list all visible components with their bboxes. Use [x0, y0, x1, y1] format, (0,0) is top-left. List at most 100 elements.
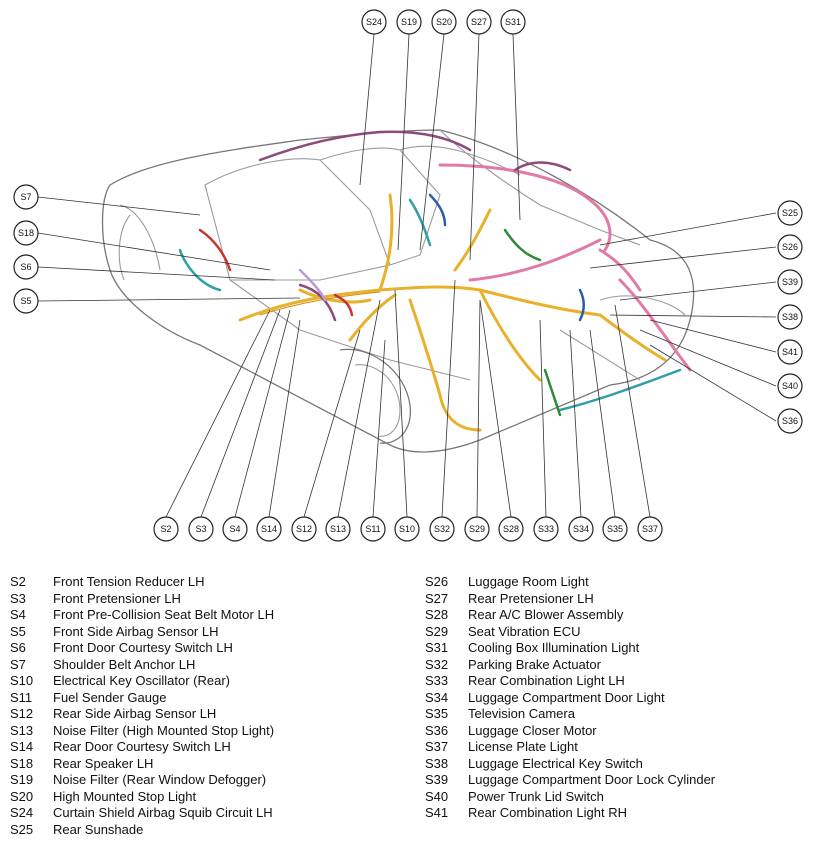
- svg-text:S14: S14: [261, 524, 277, 534]
- callout-s20: S20: [431, 9, 457, 35]
- callout-s24: S24: [361, 9, 387, 35]
- svg-text:S38: S38: [782, 312, 798, 322]
- legend-description: Rear Combination Light RH: [468, 805, 627, 820]
- legend-description: Front Tension Reducer LH: [53, 574, 205, 589]
- legend-code: S7: [10, 656, 26, 672]
- legend-description: Cooling Box Illumination Light: [468, 640, 640, 655]
- legend-description: Curtain Shield Airbag Squib Circuit LH: [53, 805, 273, 820]
- legend-description: Front Side Airbag Sensor LH: [53, 623, 219, 639]
- svg-text:S6: S6: [20, 262, 31, 272]
- legend-code: S20: [10, 788, 34, 804]
- svg-text:S3: S3: [195, 524, 206, 534]
- legend-description: Rear Combination Light LH: [468, 673, 625, 688]
- legend-description: Parking Brake Actuator: [468, 656, 601, 672]
- wire-harness-green: [503, 228, 562, 417]
- legend-description: Noise Filter (High Mounted Stop Light): [53, 722, 275, 738]
- leader-lines: [37, 33, 777, 518]
- legend-code: S34: [425, 689, 449, 705]
- svg-text:S10: S10: [399, 524, 415, 534]
- legend-code: S27: [425, 590, 449, 606]
- svg-text:S13: S13: [330, 524, 346, 534]
- callout-s29: S29: [464, 516, 490, 542]
- legend-code: S29: [425, 623, 449, 639]
- legend-code: S10: [10, 673, 34, 688]
- callout-s25: S25: [777, 200, 803, 226]
- svg-text:S29: S29: [469, 524, 485, 534]
- svg-text:S40: S40: [782, 381, 798, 391]
- callout-s36: S36: [777, 408, 803, 434]
- legend-code: S41: [425, 805, 449, 820]
- legend-description: Rear Pretensioner LH: [468, 590, 594, 606]
- legend-code: S3: [10, 590, 26, 606]
- car-body-outline: [101, 129, 695, 453]
- svg-text:S4: S4: [229, 524, 240, 534]
- svg-text:S18: S18: [18, 228, 34, 238]
- svg-text:S7: S7: [20, 192, 31, 202]
- legend-row: S28 Rear A/C Blower Assembly: [425, 607, 715, 624]
- svg-text:S32: S32: [434, 524, 450, 534]
- legend-description: Power Trunk Lid Switch: [468, 788, 604, 804]
- legend-row: S27 Rear Pretensioner LH: [425, 591, 715, 608]
- callout-s38: S38: [777, 304, 803, 330]
- callout-s28: S28: [498, 516, 524, 542]
- legend-code: S24: [10, 805, 34, 820]
- svg-text:S37: S37: [642, 524, 658, 534]
- callout-s4: S4: [222, 516, 248, 542]
- legend-code: S18: [10, 755, 34, 771]
- legend-description: Rear Sunshade: [53, 821, 144, 837]
- wire-harness-blue: [428, 193, 585, 322]
- svg-text:S11: S11: [365, 524, 380, 534]
- legend-code: S31: [425, 640, 449, 655]
- callout-s27: S27: [466, 9, 492, 35]
- callouts-left: S7 S18 S6 S5: [13, 184, 39, 314]
- legend-description: Luggage Compartment Door Light: [468, 689, 665, 705]
- svg-text:S28: S28: [503, 524, 519, 534]
- svg-text:S39: S39: [782, 277, 798, 287]
- legend-description: Rear A/C Blower Assembly: [468, 607, 624, 622]
- callout-s33: S33: [533, 516, 559, 542]
- legend-code: S28: [425, 607, 449, 622]
- callout-s18: S18: [13, 220, 39, 246]
- legend-row: S24 Curtain Shield Airbag Squib Circuit L…: [10, 805, 274, 822]
- svg-text:S26: S26: [782, 242, 798, 252]
- svg-text:S20: S20: [436, 17, 452, 27]
- legend-code: S35: [425, 706, 449, 721]
- callout-s19: S19: [396, 9, 422, 35]
- callout-s41: S41: [777, 339, 803, 365]
- legend-description: Electrical Key Oscillator (Rear): [53, 673, 230, 688]
- legend-row: S34 Luggage Compartment Door Light: [425, 690, 715, 707]
- wire-harness-red: [198, 228, 354, 317]
- legend-description: Noise Filter (Rear Window Defogger): [53, 772, 267, 787]
- svg-text:S34: S34: [573, 524, 589, 534]
- legend-code: S11: [10, 689, 33, 705]
- callout-s40: S40: [777, 373, 803, 399]
- legend-row: S10 Electrical Key Oscillator (Rear): [10, 673, 274, 690]
- legend-code: S12: [10, 706, 34, 721]
- wire-harness-yellow: [238, 193, 667, 432]
- legend-description: Seat Vibration ECU: [468, 623, 581, 639]
- svg-text:S25: S25: [782, 208, 798, 218]
- callouts-top: S24 S19 S20 S27 S31: [361, 9, 526, 35]
- svg-text:S2: S2: [160, 524, 171, 534]
- legend-description: License Plate Light: [468, 739, 578, 754]
- callout-s12: S12: [291, 516, 317, 542]
- legend-code: S6: [10, 640, 26, 655]
- legend-description: Television Camera: [468, 706, 575, 721]
- legend-description: Rear Door Courtesy Switch LH: [53, 739, 231, 754]
- legend-code: S32: [425, 656, 449, 672]
- callout-s5: S5: [13, 288, 39, 314]
- legend-description: Luggage Electrical Key Switch: [468, 755, 643, 771]
- callout-s34: S34: [568, 516, 594, 542]
- callout-s11: S11: [360, 516, 386, 542]
